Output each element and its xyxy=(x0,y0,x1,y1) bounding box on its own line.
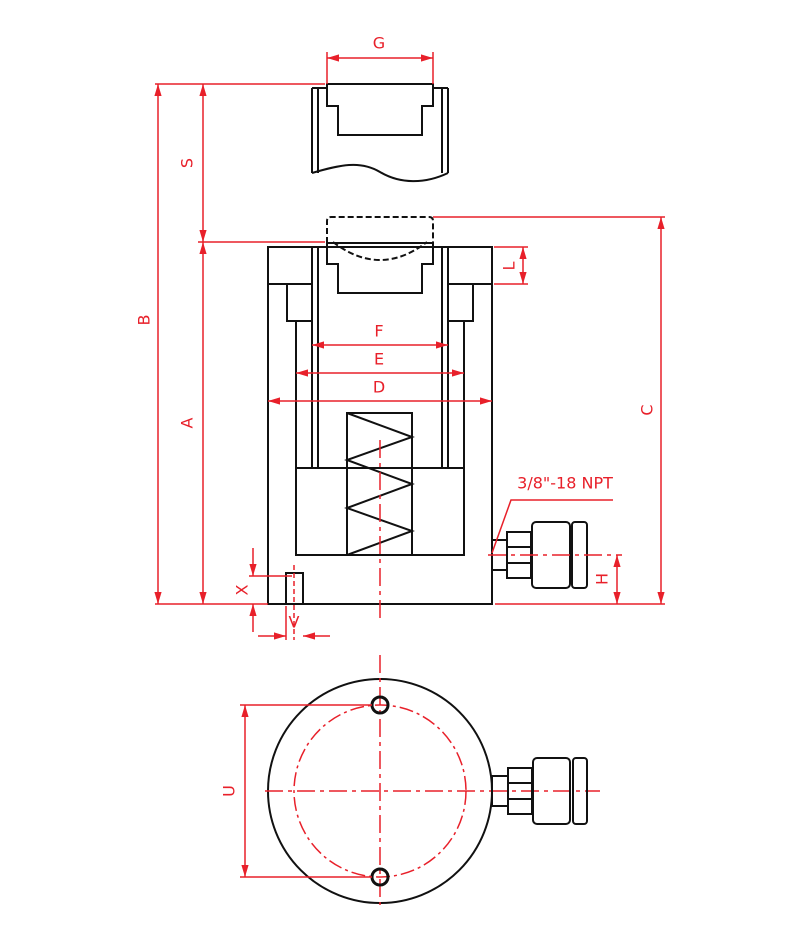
extended-piston-view xyxy=(311,83,449,183)
dimension-x: X xyxy=(233,548,292,632)
port-callout: 3/8"-18 NPT xyxy=(491,474,613,554)
dimension-v: V xyxy=(258,606,330,640)
dimension-d: D xyxy=(268,378,492,405)
label-h: H xyxy=(593,573,612,585)
dimension-s: S xyxy=(178,84,207,242)
dimension-l: L xyxy=(494,246,528,285)
label-u: U xyxy=(220,785,239,797)
label-d: D xyxy=(373,378,385,397)
label-port: 3/8"-18 NPT xyxy=(517,474,613,493)
plan-view xyxy=(265,655,600,905)
dimension-b: B xyxy=(135,83,325,605)
cylinder-body-section xyxy=(267,216,493,640)
dimension-f: F xyxy=(312,322,448,349)
dimension-h: H xyxy=(593,555,621,604)
dimension-c: C xyxy=(433,216,665,605)
label-a: A xyxy=(178,417,197,428)
label-c: C xyxy=(638,404,657,415)
label-f: F xyxy=(374,322,383,341)
dimension-g: G xyxy=(326,34,434,84)
coupler-side xyxy=(488,521,622,589)
label-s: S xyxy=(178,158,197,168)
label-e: E xyxy=(374,350,384,369)
label-l: L xyxy=(500,261,519,270)
dimension-u: U xyxy=(220,704,372,878)
label-b: B xyxy=(135,315,154,326)
label-x: X xyxy=(233,584,252,595)
label-v: V xyxy=(289,613,300,632)
dimension-e: E xyxy=(296,350,464,377)
dimension-a: A xyxy=(178,241,325,604)
label-g: G xyxy=(373,34,385,53)
